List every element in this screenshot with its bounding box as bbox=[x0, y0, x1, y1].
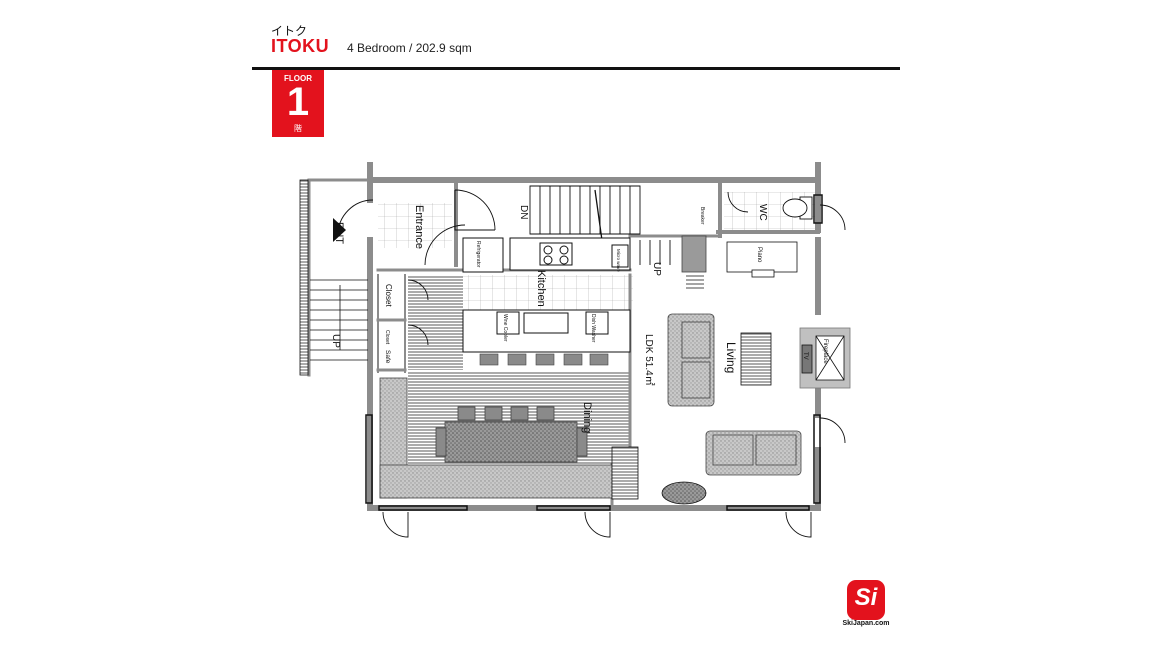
label-fireplace: Fireplace bbox=[822, 339, 828, 364]
skijapan-logo: Si SkiJapan.com bbox=[842, 580, 890, 636]
label-living: Living bbox=[724, 342, 738, 373]
floor-label: FLOOR bbox=[284, 74, 312, 83]
label-breaker: Breaker bbox=[699, 207, 705, 225]
entry-arrow-icon bbox=[333, 218, 346, 242]
logo-mark-text: Si bbox=[854, 584, 878, 611]
living-furniture bbox=[661, 235, 851, 505]
bar-stools bbox=[479, 353, 609, 366]
label-dining: Dining bbox=[581, 402, 593, 433]
logo-text: SkiJapan.com bbox=[842, 620, 890, 627]
label-wc: WC bbox=[757, 204, 768, 221]
kitchen-counters bbox=[462, 237, 631, 353]
label-up-entry: UP bbox=[330, 334, 341, 348]
floor-kanji: 階 bbox=[294, 124, 302, 133]
label-kitchen: Kitchen bbox=[535, 270, 547, 307]
property-summary: 4 Bedroom / 202.9 sqm bbox=[347, 41, 472, 55]
label-entrance: Entrance bbox=[413, 205, 425, 249]
label-closet: Closet bbox=[384, 284, 393, 307]
floor-badge: FLOOR 1 階 bbox=[272, 70, 324, 137]
label-ldk: LDK 51.4㎡ bbox=[643, 334, 655, 386]
corridor-floor bbox=[408, 275, 463, 370]
door-swings bbox=[337, 189, 846, 538]
entrance-floor bbox=[378, 203, 452, 248]
property-name: ITOKU bbox=[271, 36, 330, 56]
label-closet-2: Closet bbox=[384, 330, 390, 345]
label-tv: TV bbox=[802, 352, 808, 360]
label-safe: Safe bbox=[384, 350, 391, 364]
label-ent: ENT bbox=[333, 222, 345, 244]
property-name-kana: イトク bbox=[271, 24, 308, 38]
label-dn: DN bbox=[518, 205, 529, 219]
header-divider bbox=[252, 67, 900, 70]
label-wine-cooler: Wine Cooler bbox=[502, 314, 508, 342]
wc-fixtures bbox=[782, 196, 813, 220]
dining-set bbox=[379, 377, 639, 500]
label-microwave: Micro wave bbox=[616, 249, 621, 272]
label-piano: Piano bbox=[756, 247, 762, 263]
kitchen-floor bbox=[463, 275, 633, 310]
label-dish-washer: Dish Washer bbox=[590, 314, 596, 343]
label-refrigerator: Refrigerator bbox=[475, 241, 481, 268]
windows bbox=[365, 194, 823, 511]
entry-steps bbox=[299, 179, 368, 376]
floor-number: 1 bbox=[286, 80, 310, 124]
logo-mark: Si bbox=[847, 580, 885, 620]
label-up-stairs: UP bbox=[651, 262, 662, 276]
